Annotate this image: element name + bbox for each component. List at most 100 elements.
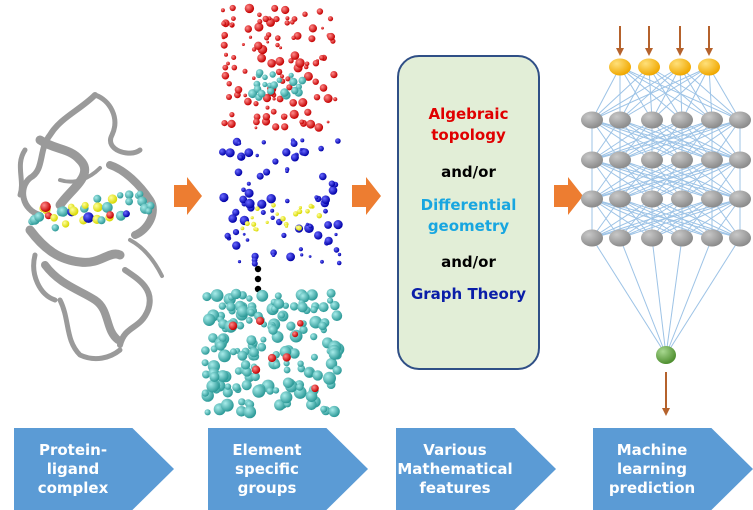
teal-atom	[297, 302, 308, 313]
teal-atom	[252, 384, 266, 398]
network-edge	[619, 66, 710, 121]
red-atom	[316, 8, 324, 15]
red-atom	[253, 113, 261, 121]
red-atom	[231, 22, 235, 26]
teal-atom	[222, 387, 233, 398]
blue-atom	[276, 218, 283, 226]
blue-atom	[300, 253, 304, 257]
feature-graph-theory: Graph Theory	[410, 285, 527, 303]
ligand-atom	[117, 192, 124, 199]
yellow-atom	[280, 216, 286, 222]
blue-atom	[304, 223, 314, 233]
red-atom	[275, 68, 283, 76]
red-atom	[254, 41, 263, 50]
protein-ribbon-image	[17, 92, 164, 362]
blue-atom	[232, 241, 241, 250]
red-atom	[227, 119, 236, 128]
network-edge	[681, 159, 741, 200]
hidden-node	[609, 151, 631, 169]
red-atom	[289, 109, 299, 119]
ligand-atom	[93, 202, 103, 212]
blue-atom	[308, 224, 313, 229]
blue-atom	[319, 172, 327, 181]
teal-atom	[320, 405, 328, 413]
teal-atom	[318, 302, 329, 313]
blue-atom	[308, 255, 312, 258]
yellow-atom	[296, 225, 302, 231]
red-atom	[244, 97, 252, 106]
hidden-node	[729, 111, 751, 129]
teal-atom	[278, 312, 285, 319]
red-atom	[251, 365, 261, 374]
teal-atom	[224, 383, 232, 390]
red-atom	[267, 353, 277, 363]
red-atom	[281, 5, 290, 15]
red-atom	[285, 76, 291, 82]
red-atom	[282, 353, 291, 362]
feature-box: Algebraic topology and/or Differential g…	[397, 55, 540, 370]
ligand-atom	[51, 224, 59, 232]
red-atom	[265, 105, 270, 110]
red-atom	[243, 93, 247, 98]
blue-atom	[324, 236, 333, 245]
teal-atom	[328, 348, 341, 360]
blue-atom	[234, 168, 243, 177]
red-atom	[304, 108, 312, 116]
blue-atom	[333, 220, 343, 230]
blue-atom	[261, 140, 266, 145]
blue-atom	[328, 186, 338, 195]
blue-atom	[239, 195, 248, 204]
teal-atom	[256, 289, 269, 302]
blue-atom	[232, 208, 240, 216]
red-atom	[285, 16, 290, 21]
red-atom	[257, 53, 266, 63]
blue-atom	[255, 153, 259, 158]
ligand-atom	[58, 206, 69, 217]
teal-atom	[236, 321, 245, 330]
red-atom	[253, 101, 259, 107]
blue-atom	[314, 231, 323, 240]
hidden-node	[609, 229, 631, 247]
teal-atom	[323, 371, 336, 385]
teal-atom	[247, 308, 255, 316]
yellow-atom	[275, 212, 279, 216]
teal-atom	[220, 398, 234, 412]
blue-atom	[260, 210, 266, 215]
red-atom	[229, 4, 236, 12]
red-atom	[330, 71, 338, 79]
ligand-molecule-image	[28, 190, 155, 232]
red-atom	[298, 98, 308, 107]
red-atom	[288, 58, 294, 64]
blue-atom	[242, 232, 246, 236]
red-atom	[254, 126, 258, 130]
blue-atom	[219, 192, 229, 203]
teal-atom	[238, 398, 246, 406]
input-node	[609, 58, 631, 76]
network-edge	[591, 119, 713, 161]
red-atom	[221, 21, 227, 27]
hidden-node	[671, 151, 693, 169]
teal-atom	[270, 81, 279, 89]
red-atom	[327, 16, 334, 22]
red-atom	[221, 120, 228, 127]
blue-atom	[272, 158, 279, 165]
teal-atom	[268, 325, 278, 335]
teal-atom	[256, 69, 264, 77]
red-atom	[273, 16, 280, 23]
red-atom	[221, 71, 230, 80]
teal-atom	[245, 317, 253, 324]
ligand-atom	[81, 201, 89, 209]
blue-atom	[286, 252, 295, 262]
red-atom	[224, 52, 228, 57]
yellow-atom	[255, 206, 260, 211]
red-atom	[257, 12, 262, 18]
step-various-mathematical-features: Various Mathematical features	[396, 428, 556, 510]
blue-atom	[337, 252, 342, 257]
red-atom	[244, 3, 255, 14]
teal-element-group-image	[201, 288, 345, 419]
blue-atom	[225, 148, 235, 158]
teal-atom	[273, 298, 285, 310]
blue-atom	[270, 208, 275, 213]
red-atom	[275, 42, 280, 48]
